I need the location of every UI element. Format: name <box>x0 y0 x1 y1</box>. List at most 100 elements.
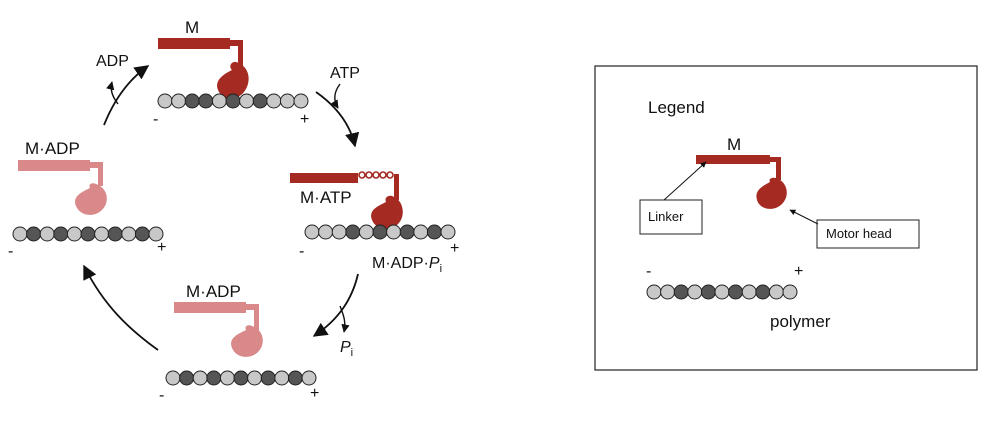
polymer-bead <box>426 224 442 240</box>
polymer-bead <box>225 93 241 109</box>
motor-head-right <box>371 195 403 229</box>
plus-left: + <box>157 239 166 256</box>
polymer-bead <box>782 284 798 300</box>
arrow-adp-release <box>103 65 150 126</box>
polymer-bead <box>755 284 771 300</box>
polymer-bead <box>413 224 429 240</box>
polymer-bead <box>741 284 757 300</box>
arrow-return <box>83 264 159 351</box>
label-m-atp: M·ATP <box>300 188 352 207</box>
state-m-rigor: M - + <box>153 18 309 128</box>
polymer-bead <box>39 226 55 242</box>
legend-motor-head-box <box>816 219 920 249</box>
legend-polymer-label: polymer <box>770 312 831 331</box>
legend-label-m: M <box>727 135 741 154</box>
label-m-top: M <box>185 18 199 37</box>
polymer-bead <box>171 93 187 109</box>
minus-right: - <box>299 243 304 260</box>
polymer-bead <box>287 370 303 386</box>
motor-head-left <box>75 183 107 215</box>
polymer-bead <box>440 224 456 240</box>
linker-top <box>158 38 230 49</box>
polymer-bead <box>304 224 320 240</box>
polymer-bead <box>239 93 255 109</box>
polymer-bead <box>134 226 150 242</box>
polymer-bead <box>184 93 200 109</box>
polymer-right <box>304 224 456 240</box>
legend-label-motor-head: Motor head <box>826 226 892 241</box>
state-m-adp-bottom: M·ADP - + <box>159 282 319 404</box>
polymer-bead <box>358 224 374 240</box>
polymer-bead <box>165 370 181 386</box>
polymer-bottom <box>165 370 317 386</box>
linker-bottom <box>174 302 246 313</box>
polymer-bead <box>318 224 334 240</box>
legend-motor-head-pointer <box>789 209 819 225</box>
polymer-bead <box>233 370 249 386</box>
arrow-pi-out <box>339 305 350 333</box>
plus-bottom: + <box>310 385 319 402</box>
legend-linker-pointer <box>663 161 707 201</box>
label-pi: Pi <box>340 339 353 359</box>
polymer-bead <box>279 93 295 109</box>
arrow-atp-binding <box>315 91 360 148</box>
polymer-bead <box>107 226 123 242</box>
polymer-bead <box>206 370 222 386</box>
arrow-atp-in <box>330 83 341 109</box>
minus-left: - <box>8 243 13 260</box>
label-m-adp-left: M·ADP <box>25 139 80 158</box>
legend-linker-box <box>639 199 703 235</box>
label-atp: ATP <box>330 65 360 82</box>
polymer-bead <box>94 226 110 242</box>
legend-linker <box>696 155 770 164</box>
polymer-bead <box>148 226 164 242</box>
polymer-bead <box>252 93 268 109</box>
polymer-bead <box>345 224 361 240</box>
state-m-adp-left: M·ADP - + <box>8 139 166 260</box>
legend-motor-head <box>756 177 787 209</box>
polymer-bead <box>53 226 69 242</box>
polymer-bead <box>157 93 173 109</box>
label-adp: ADP <box>96 53 129 70</box>
legend-title: Legend <box>648 98 705 117</box>
polymer-top <box>157 93 309 109</box>
plus-top: + <box>300 111 309 128</box>
polymer-bead <box>211 93 227 109</box>
polymer-left <box>12 226 164 242</box>
polymer-bead <box>192 370 208 386</box>
polymer-bead <box>260 370 276 386</box>
minus-top: - <box>153 111 158 128</box>
legend-minus: - <box>646 263 651 280</box>
legend-plus: + <box>794 263 803 280</box>
polymer-bead <box>219 370 235 386</box>
motor-head-bottom <box>231 325 263 357</box>
plus-right: + <box>450 240 459 257</box>
label-m-adp-pi: M·ADP·Pi <box>372 255 442 275</box>
polymer-bead <box>266 93 282 109</box>
polymer-bead <box>386 224 402 240</box>
arrow-pi-release <box>312 273 359 337</box>
polymer-bead <box>293 93 309 109</box>
linker-left <box>18 160 90 171</box>
polymer-bead <box>646 284 662 300</box>
polymer-bead <box>768 284 784 300</box>
state-m-atp: M·ATP - + <box>290 171 459 260</box>
polymer-bead <box>179 370 195 386</box>
minus-bottom: - <box>159 387 164 404</box>
polymer-bead <box>80 226 96 242</box>
polymer-bead <box>301 370 317 386</box>
polymer-bead <box>714 284 730 300</box>
linker-coil <box>358 171 394 179</box>
polymer-bead <box>121 226 137 242</box>
motor-head-top <box>217 61 249 99</box>
polymer-bead <box>198 93 214 109</box>
label-m-adp-bottom: M·ADP <box>186 282 241 301</box>
linker-right <box>290 173 358 183</box>
polymer-bead <box>687 284 703 300</box>
arrow-adp-out <box>106 81 119 105</box>
polymer-bead <box>12 226 28 242</box>
polymer-bead <box>26 226 42 242</box>
polymer-bead <box>66 226 82 242</box>
polymer-bead <box>274 370 290 386</box>
